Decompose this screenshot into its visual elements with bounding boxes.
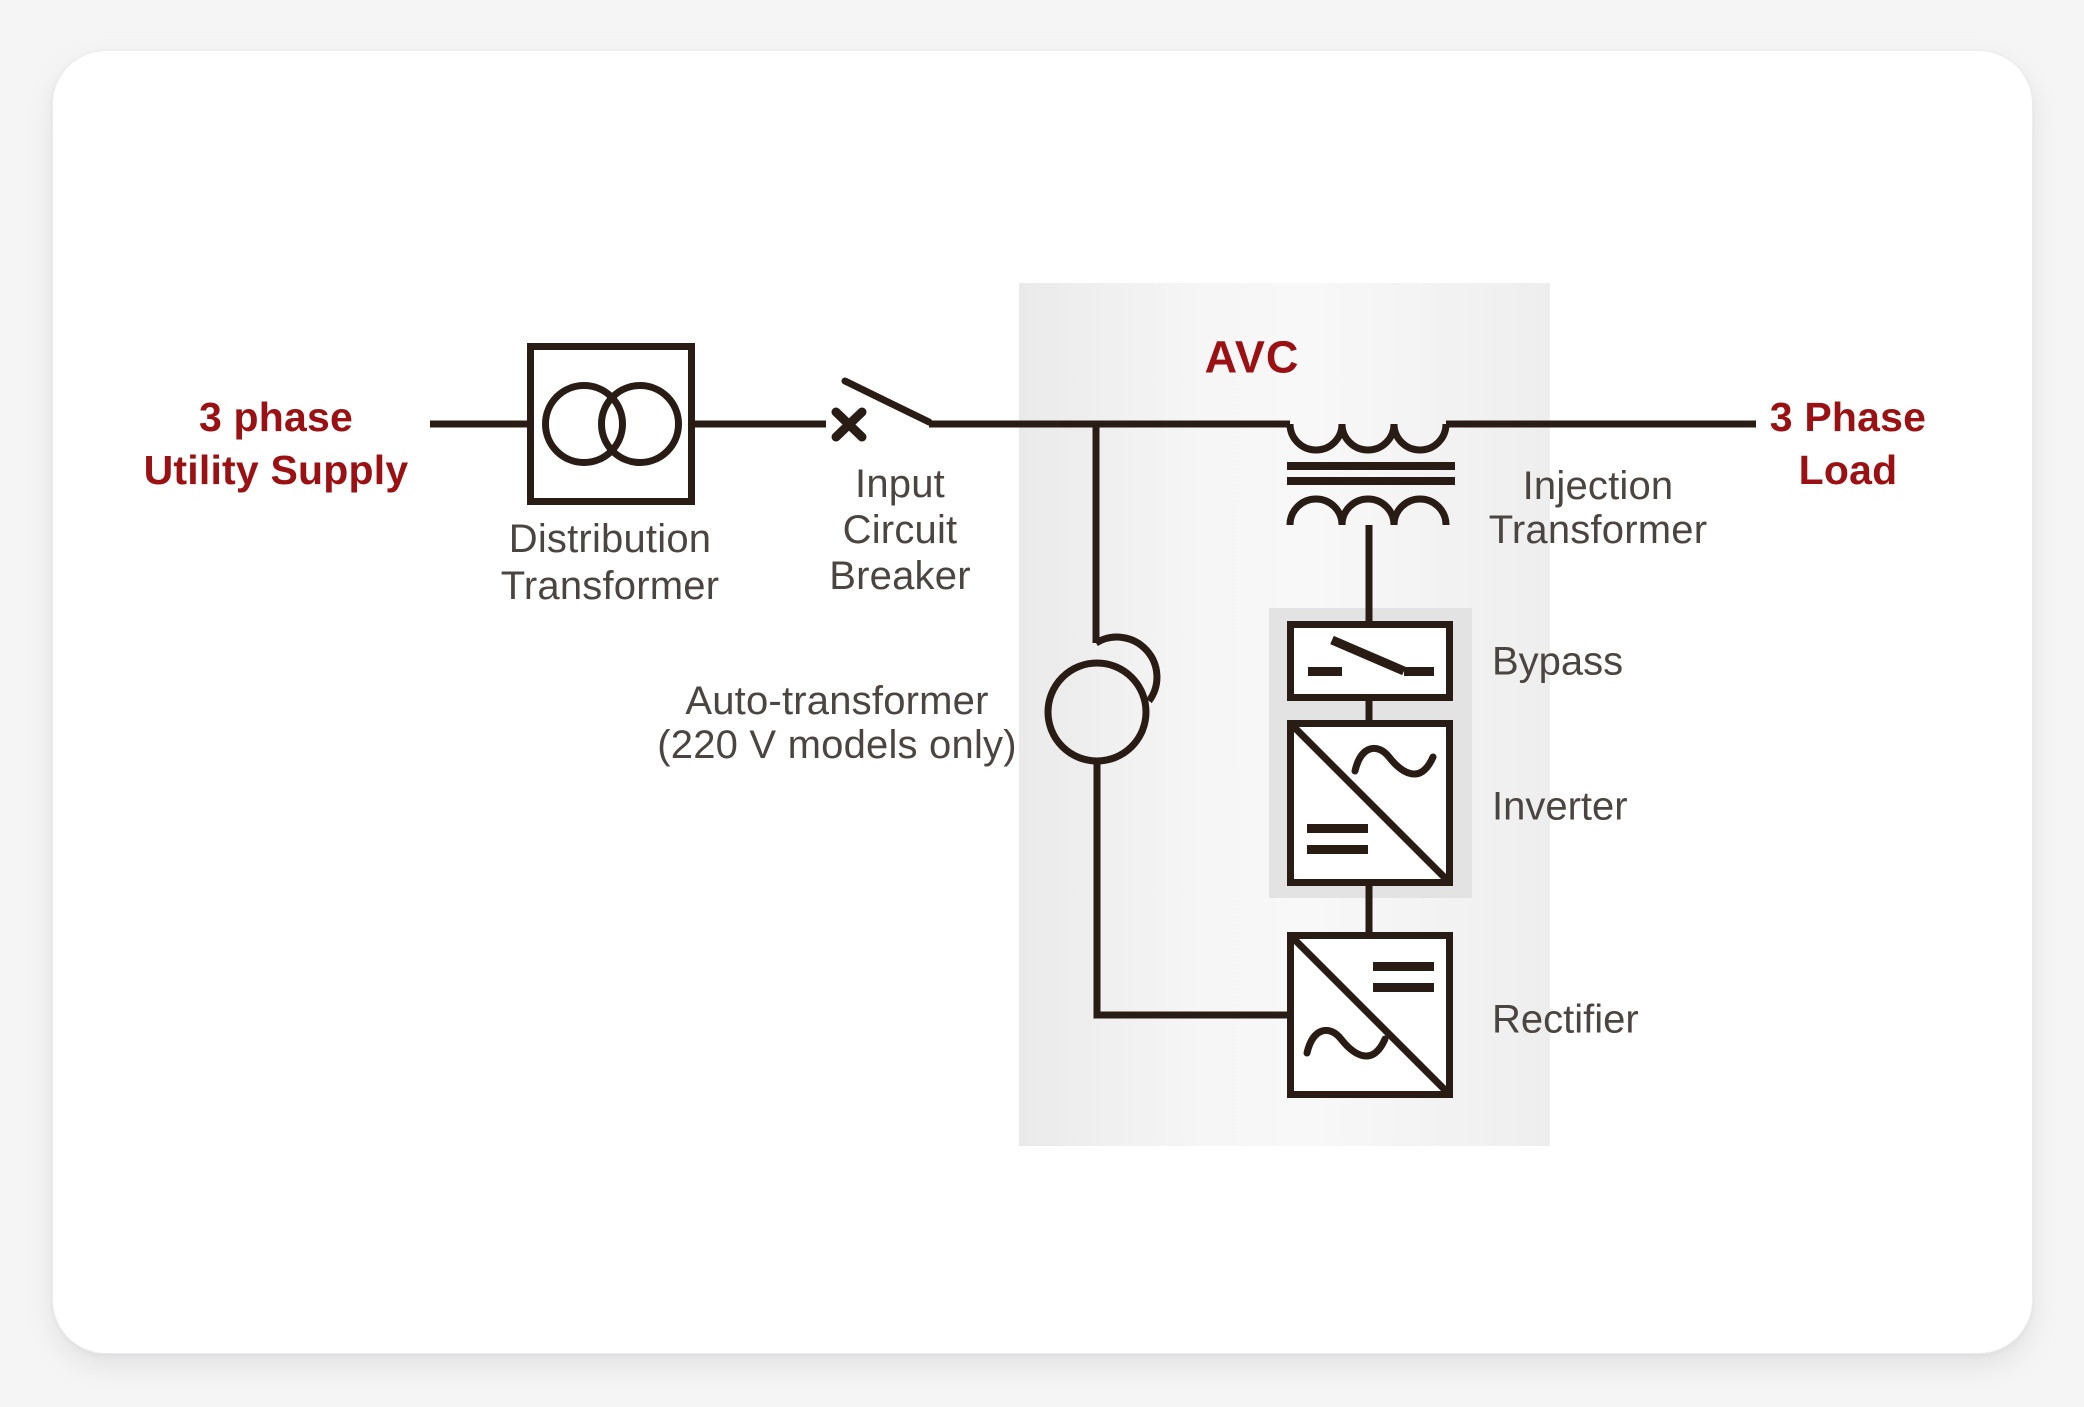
bypass-symbol — [1287, 621, 1453, 701]
auto-transformer-label: Auto-transformer (220 V models only) — [657, 679, 1017, 767]
rectifier-diagonal — [1291, 936, 1449, 1094]
breaker-x-contact — [831, 407, 867, 442]
core-bar-top — [1287, 462, 1455, 470]
primary-winding — [1286, 423, 1450, 454]
inverter-ac-sine — [1351, 744, 1437, 778]
injection-transformer-symbol — [1286, 423, 1455, 526]
bypass-blade — [1330, 635, 1406, 676]
secondary-winding — [1286, 495, 1450, 526]
injection-transformer-label: Injection Transformer — [1488, 464, 1708, 552]
distribution-transformer-label: Distribution Transformer — [500, 517, 720, 608]
auto-transformer-symbol — [1044, 633, 1161, 765]
input-circuit-breaker-label: Input Circuit Breaker — [829, 462, 971, 598]
core-bar-bottom — [1287, 477, 1455, 485]
distribution-transformer-symbol — [527, 343, 695, 505]
rectifier-ac-sine — [1303, 1026, 1389, 1060]
bypass-contact-right — [1404, 667, 1434, 676]
inverter-dc-bar-top — [1307, 824, 1368, 833]
auto-transformer-tap-hook — [1094, 633, 1161, 704]
bypass-contact-left — [1308, 667, 1342, 676]
bypass-label: Bypass — [1492, 639, 1624, 684]
inverter-diagonal — [1291, 724, 1449, 882]
inverter-symbol — [1287, 720, 1453, 886]
utility-supply-label: 3 phase Utility Supply — [143, 394, 409, 493]
avc-internal-wires — [1092, 424, 1373, 1019]
rectifier-label: Rectifier — [1492, 997, 1639, 1042]
auto-transformer-circle — [1044, 659, 1150, 765]
inverter-label: Inverter — [1492, 784, 1628, 829]
input-circuit-breaker-symbol — [831, 377, 933, 442]
inverter-dc-bar-bottom — [1307, 845, 1368, 854]
breaker-blade — [841, 377, 933, 426]
load-label: 3 Phase Load — [1769, 394, 1927, 493]
rectifier-dc-bar-bottom — [1373, 983, 1434, 992]
rectifier-symbol — [1287, 932, 1453, 1098]
avc-title: AVC — [1204, 331, 1300, 383]
rectifier-dc-bar-top — [1373, 962, 1434, 971]
